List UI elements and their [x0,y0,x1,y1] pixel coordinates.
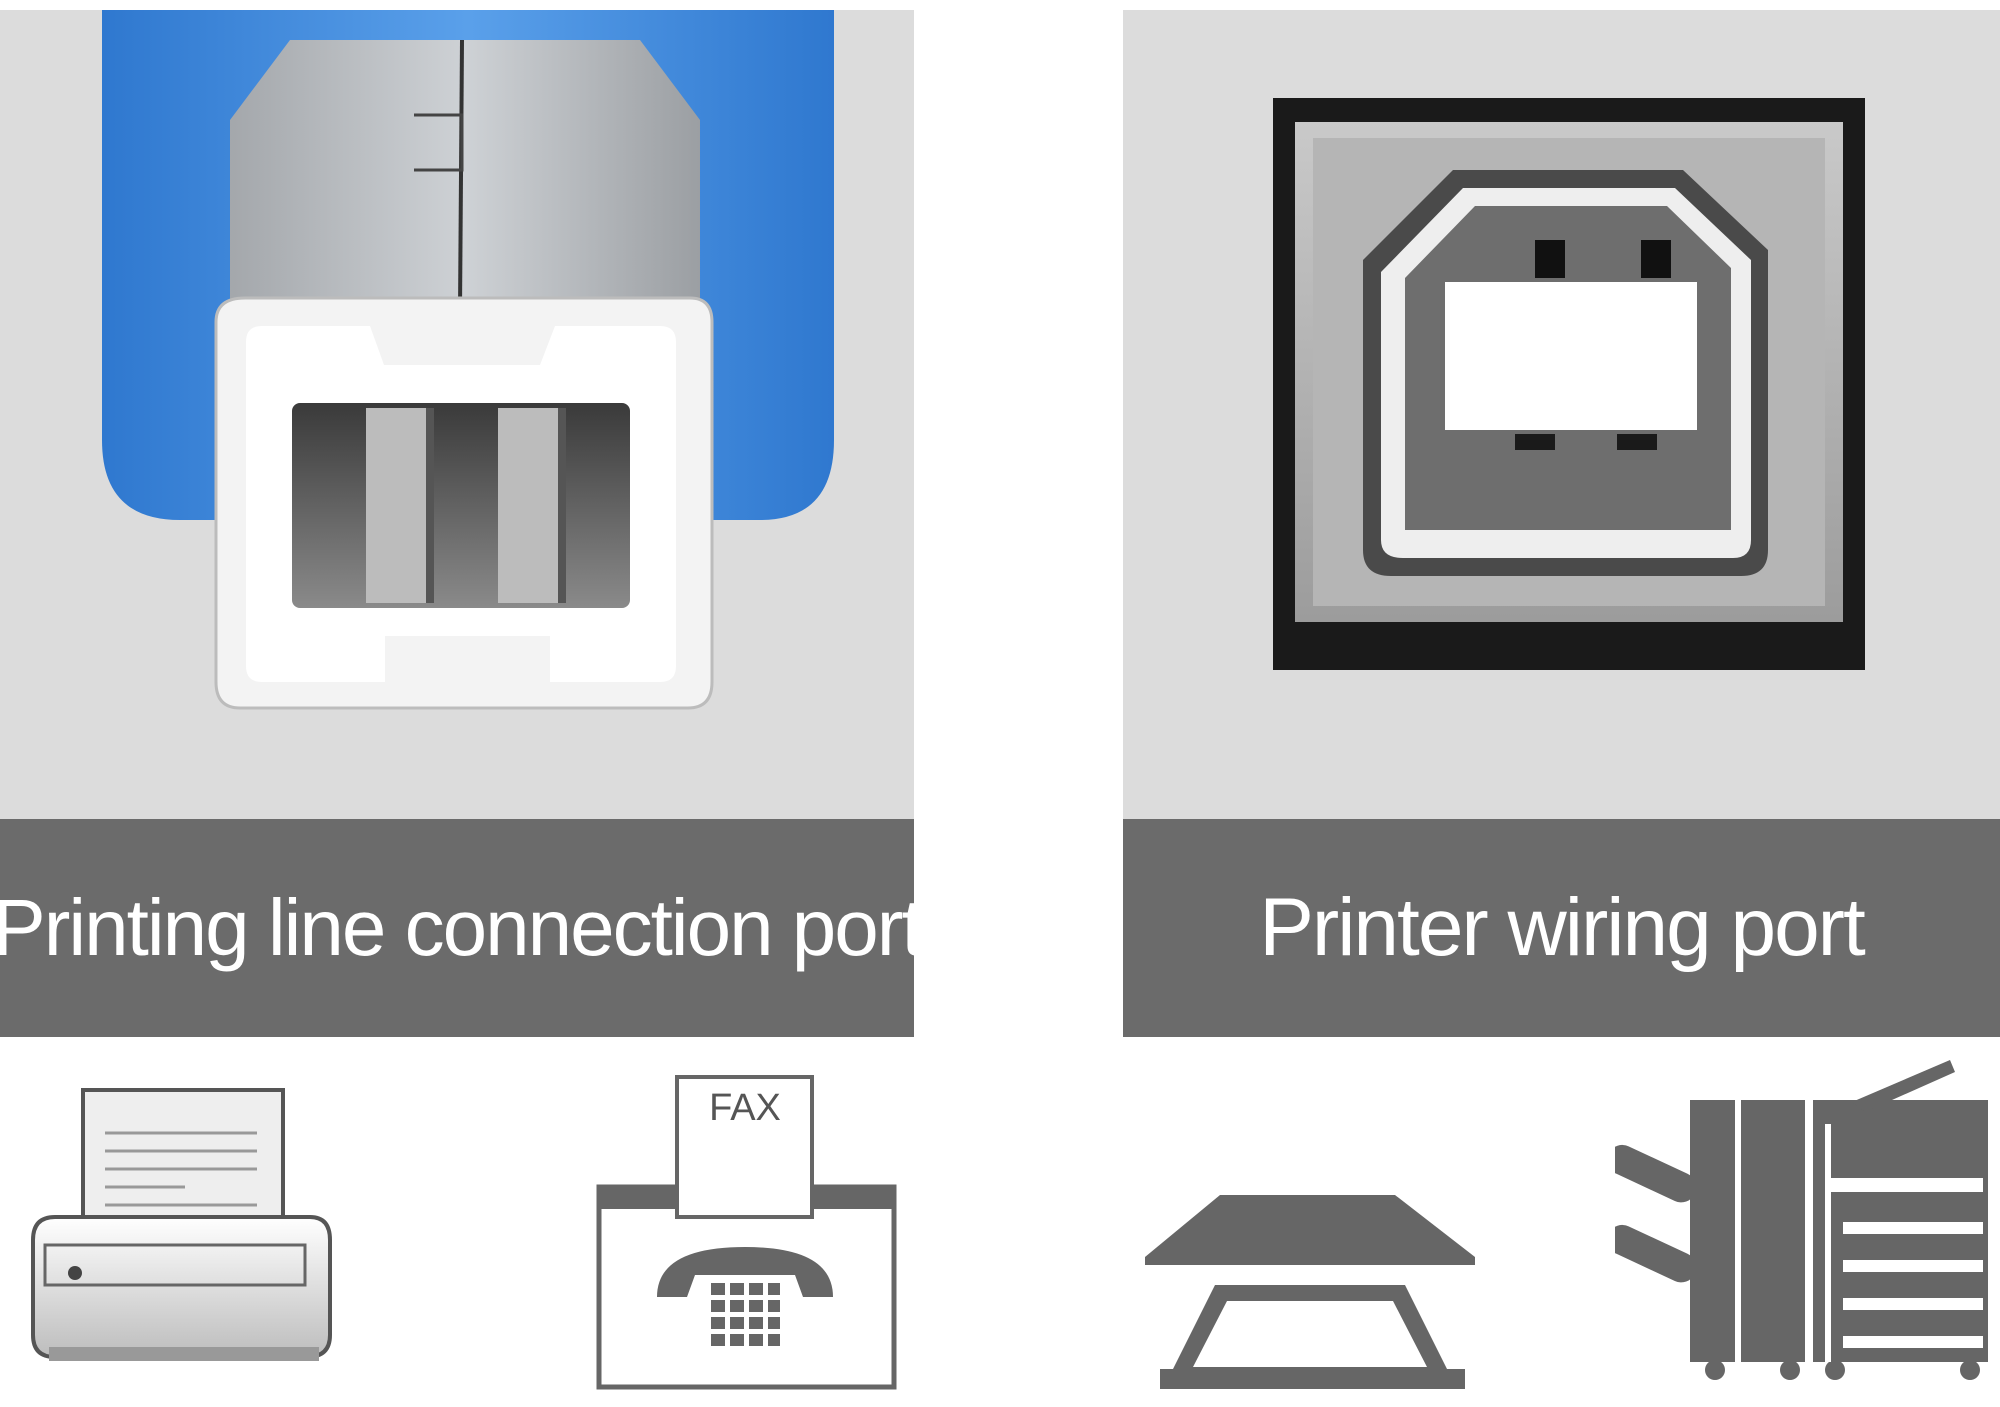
fax-machine-icon: FAX [595,1075,900,1400]
printer-icon [25,1085,340,1390]
caption-bar: Printer wiring port [1123,819,2000,1037]
panel-caption: Printer wiring port [1259,882,1866,973]
usb-b-port-panel: Printer wiring port [1123,10,2000,1037]
panel-caption: Printing line connection port [0,883,914,972]
copier-icon [1607,1060,1995,1405]
flatbed-scanner-icon [1145,1185,1480,1400]
usb-b-port-illustration [1273,98,1865,670]
caption-bar: Printing line connection port [0,819,914,1037]
fax-label: FAX [709,1087,781,1129]
usb-b-plug-illustration [102,10,834,710]
usb-b-plug-panel: Printing line connection port [0,10,914,1037]
